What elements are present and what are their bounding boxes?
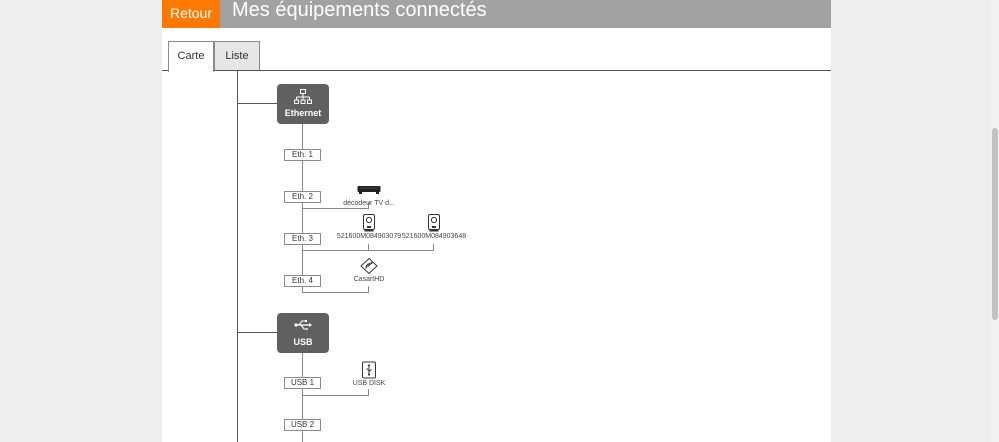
vertical-scrollbar[interactable]	[990, 0, 999, 442]
usb-icon	[294, 320, 312, 330]
plc-adapter-icon	[428, 214, 440, 232]
port-usb-1[interactable]: USB 1	[284, 377, 321, 389]
port-usb-2[interactable]: USB 2	[284, 419, 321, 431]
tab-carte[interactable]: Carte	[168, 41, 214, 72]
usb1-connector	[302, 395, 369, 396]
usb1-connector-up	[368, 389, 369, 396]
eth3-connector-up-1	[368, 244, 369, 251]
device-casarthd[interactable]: CasartHD	[324, 257, 414, 285]
app-window: Retour Mes équipements connectés Carte L…	[162, 0, 831, 442]
satellite-icon	[360, 257, 378, 275]
eth4-connector	[302, 292, 369, 293]
header-bar: Retour Mes équipements connectés	[162, 0, 831, 28]
scrollbar-thumb[interactable]	[992, 128, 998, 320]
tab-liste[interactable]: Liste	[214, 41, 260, 70]
device-label: USB DISK	[352, 380, 386, 387]
device-label: 521600M084903648	[401, 233, 467, 240]
ethernet-block[interactable]: Ethernet	[277, 84, 329, 124]
eth2-connector-up	[368, 202, 369, 209]
back-button[interactable]: Retour	[162, 0, 220, 28]
device-label: 521600M084903079	[336, 233, 402, 240]
tv-decoder-icon	[357, 186, 381, 194]
plc-adapter-icon	[363, 214, 375, 232]
device-plc-2[interactable]: 521600M084903648	[389, 214, 479, 242]
network-icon	[294, 89, 312, 104]
device-usb-disk[interactable]: USB DISK	[324, 361, 414, 389]
page-title: Mes équipements connectés	[232, 0, 487, 21]
eth4-connector-up	[368, 286, 369, 293]
usb-port-spine	[302, 353, 303, 442]
port-eth-1[interactable]: Eth. 1	[284, 149, 321, 161]
usb-stick-icon	[362, 361, 376, 379]
port-eth-3[interactable]: Eth. 3	[284, 233, 321, 245]
tree-trunk	[237, 71, 238, 442]
port-eth-4[interactable]: Eth. 4	[284, 275, 321, 287]
device-label: CasartHD	[353, 276, 385, 283]
device-plc-1[interactable]: 521600M084903079	[324, 214, 414, 242]
ethernet-label: Ethernet	[284, 108, 322, 118]
port-eth-2[interactable]: Eth. 2	[284, 191, 321, 203]
tree-branch-usb	[237, 332, 277, 333]
device-tv-decoder[interactable]: décodeur TV d...	[324, 181, 414, 209]
device-label: décodeur TV d...	[343, 200, 395, 207]
eth2-connector	[302, 208, 369, 209]
usb-label: USB	[293, 337, 313, 347]
usb-block[interactable]: USB	[277, 313, 329, 353]
tabs-divider	[162, 70, 831, 71]
tree-branch-ethernet	[237, 103, 277, 104]
eth3-connector-up-2	[433, 244, 434, 251]
